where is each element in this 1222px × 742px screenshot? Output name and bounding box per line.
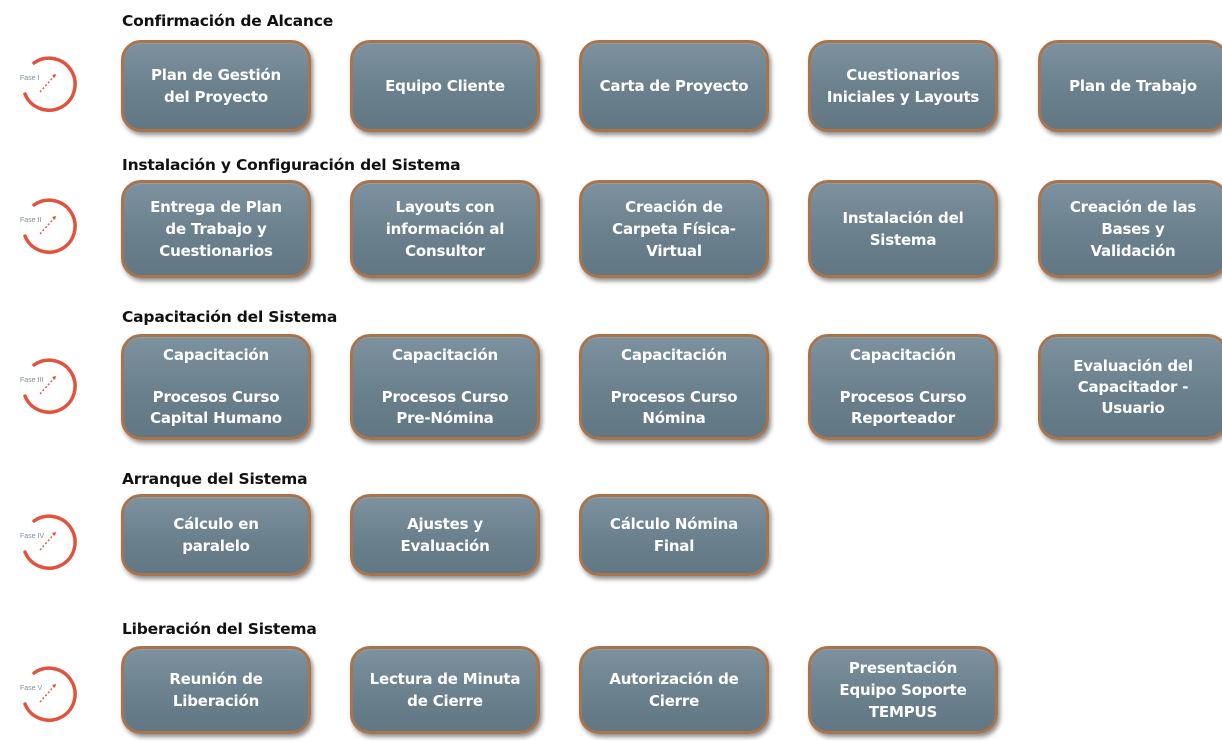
process-box-label: Layouts con información al Consultor: [385, 198, 505, 260]
process-box[interactable]: Capacitación Procesos Curso Capital Huma…: [121, 334, 311, 440]
fase-label: Fase I: [20, 75, 40, 82]
circle-arrow-icon: Fase III: [16, 352, 80, 416]
process-box-label: Instalación del Sistema: [842, 209, 964, 249]
process-box-label: Reunión de Liberación: [169, 670, 263, 710]
process-box[interactable]: Layouts con información al Consultor: [350, 180, 540, 278]
circle-arrow-icon: Fase I: [16, 50, 80, 114]
process-box-label: Plan de Gestión del Proyecto: [150, 66, 281, 106]
process-box[interactable]: Evaluación del Capacitador - Usuario: [1038, 334, 1222, 440]
process-box[interactable]: Capacitación Procesos Curso Pre-Nómina: [350, 334, 540, 440]
process-box[interactable]: Instalación del Sistema: [808, 180, 998, 278]
process-box[interactable]: Cálculo en paralelo: [121, 494, 311, 576]
fase-label: Fase V: [20, 685, 43, 692]
process-box[interactable]: Lectura de Minuta de Cierre: [350, 646, 540, 734]
process-box[interactable]: Creación de Carpeta Física- Virtual: [579, 180, 769, 278]
process-box[interactable]: Autorización de Cierre: [579, 646, 769, 734]
process-box-label: Creación de las Bases y Validación: [1069, 198, 1197, 260]
circle-arrow-icon: Fase II: [16, 192, 80, 256]
process-box[interactable]: Reunión de Liberación: [121, 646, 311, 734]
phase-title: Instalación y Configuración del Sistema: [122, 156, 461, 174]
process-box-label: Presentación Equipo Soporte TEMPUS: [839, 659, 967, 721]
phase-title: Capacitación del Sistema: [122, 308, 338, 326]
process-box-label: Capacitación Procesos Curso Capital Huma…: [150, 346, 282, 427]
process-box[interactable]: Capacitación Procesos Curso Nómina: [579, 334, 769, 440]
process-box-label: Carta de Proyecto: [599, 77, 749, 95]
process-box[interactable]: Capacitación Procesos Curso Reporteador: [808, 334, 998, 440]
process-box-label: Cuestionarios Iniciales y Layouts: [826, 66, 980, 106]
fase-label: Fase II: [20, 217, 42, 224]
fase-label: Fase IV: [20, 533, 45, 540]
fase-label: Fase III: [20, 377, 44, 384]
process-box-label: Autorización de Cierre: [609, 670, 739, 710]
process-box-label: Capacitación Procesos Curso Pre-Nómina: [381, 346, 509, 427]
process-box[interactable]: Cálculo Nómina Final: [579, 494, 769, 576]
process-box[interactable]: Equipo Cliente: [350, 40, 540, 132]
process-box[interactable]: Presentación Equipo Soporte TEMPUS: [808, 646, 998, 734]
process-box-label: Evaluación del Capacitador - Usuario: [1073, 356, 1193, 417]
process-box[interactable]: Entrega de Plan de Trabajo y Cuestionari…: [121, 180, 311, 278]
circle-arrow-icon: Fase IV: [16, 508, 80, 572]
process-box-label: Entrega de Plan de Trabajo y Cuestionari…: [150, 198, 282, 260]
process-box-label: Equipo Cliente: [385, 77, 505, 95]
process-box-label: Creación de Carpeta Física- Virtual: [612, 198, 736, 260]
circle-arrow-icon: Fase V: [16, 660, 80, 724]
process-box-label: Cálculo en paralelo: [173, 515, 259, 555]
process-box[interactable]: Creación de las Bases y Validación: [1038, 180, 1222, 278]
process-box[interactable]: Plan de Trabajo: [1038, 40, 1222, 132]
process-box-label: Capacitación Procesos Curso Reporteador: [839, 346, 967, 427]
process-box[interactable]: Carta de Proyecto: [579, 40, 769, 132]
process-box-label: Cálculo Nómina Final: [609, 515, 739, 555]
process-box[interactable]: Cuestionarios Iniciales y Layouts: [808, 40, 998, 132]
process-box[interactable]: Plan de Gestión del Proyecto: [121, 40, 311, 132]
process-box[interactable]: Ajustes y Evaluación: [350, 494, 540, 576]
process-box-label: Capacitación Procesos Curso Nómina: [610, 346, 738, 427]
phase-title: Confirmación de Alcance: [122, 12, 334, 30]
process-box-label: Plan de Trabajo: [1069, 77, 1197, 95]
process-box-label: Ajustes y Evaluación: [400, 515, 490, 555]
process-box-label: Lectura de Minuta de Cierre: [369, 670, 521, 710]
phase-title: Arranque del Sistema: [122, 470, 308, 488]
phase-title: Liberación del Sistema: [122, 620, 317, 638]
